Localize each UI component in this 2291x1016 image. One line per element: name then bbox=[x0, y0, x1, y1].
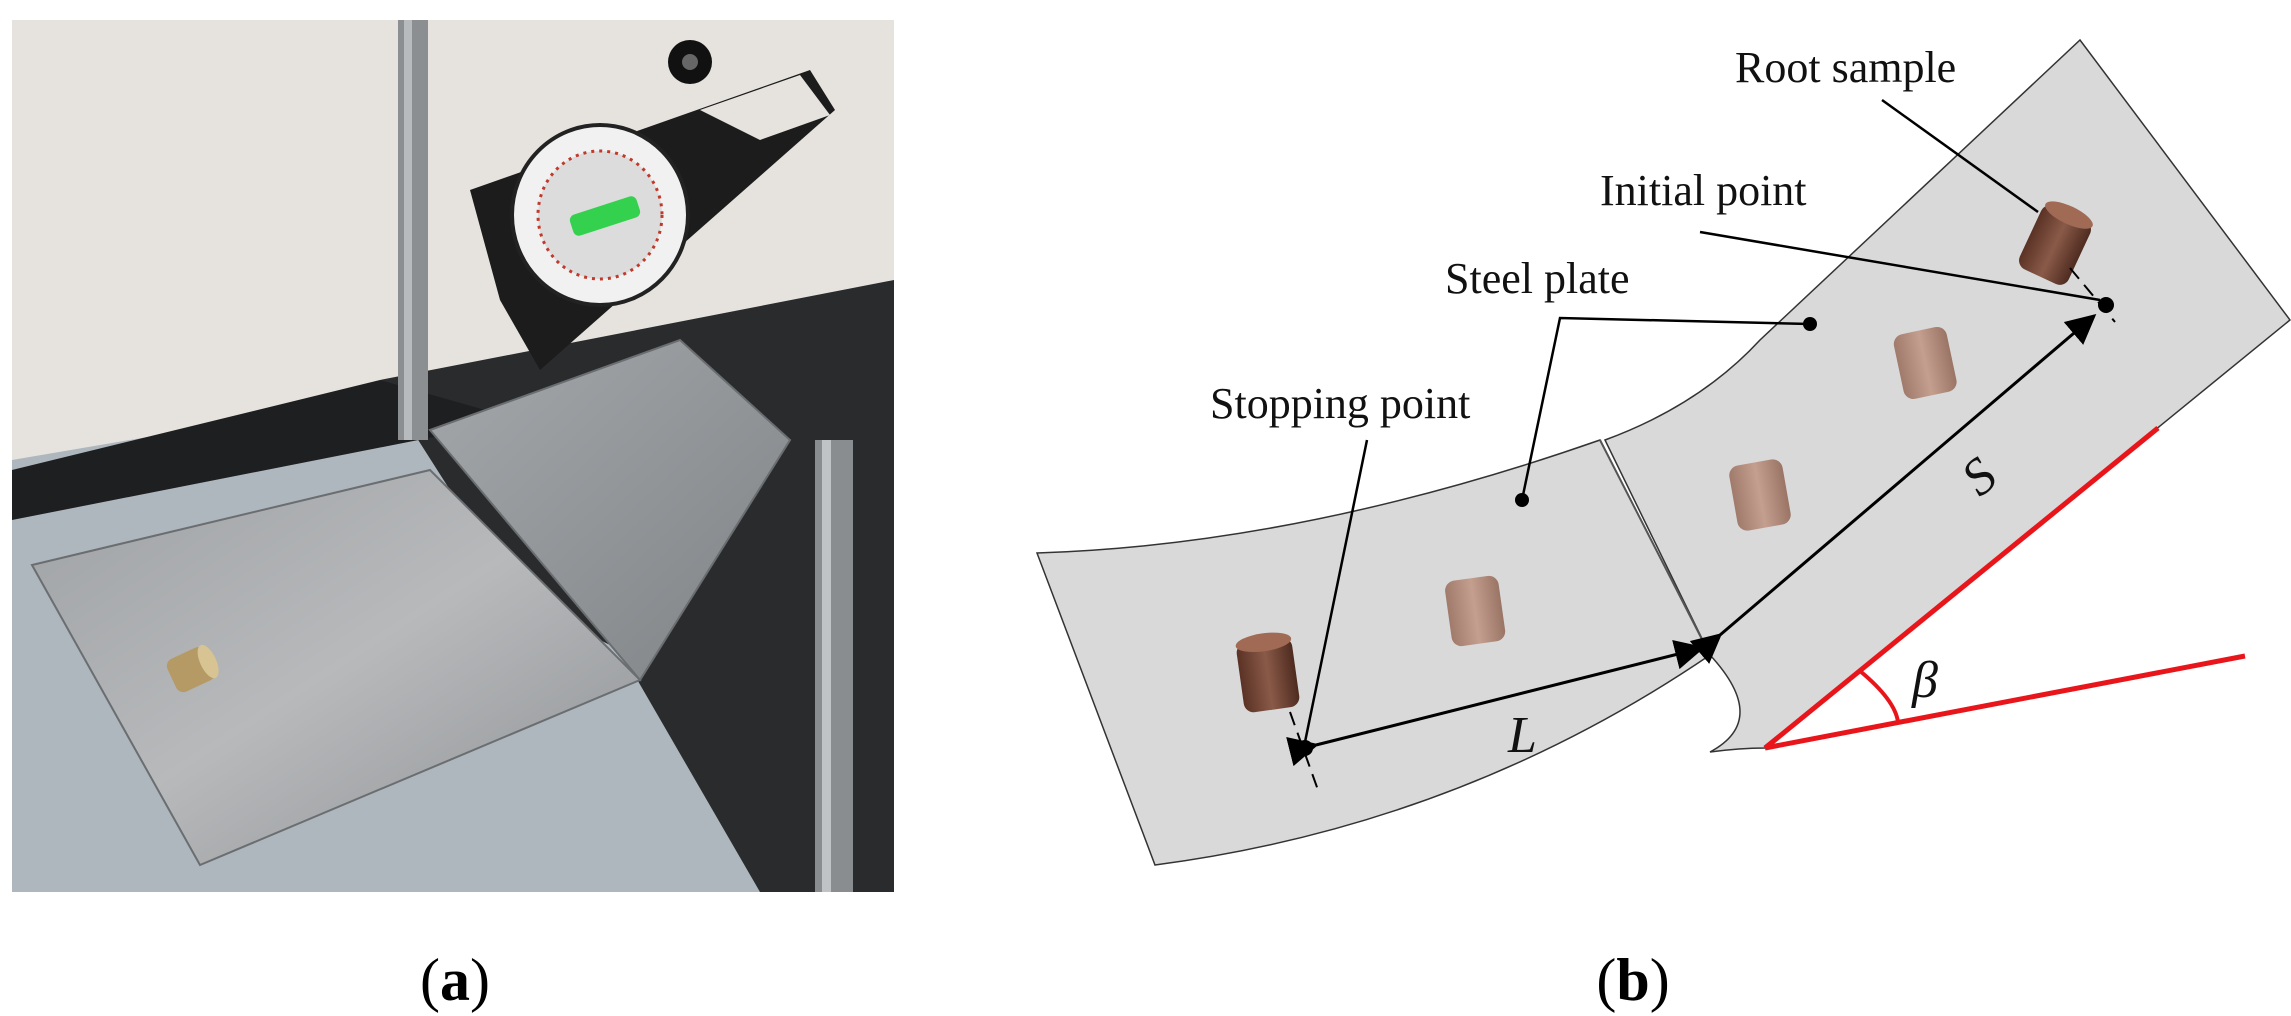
root-sample-start bbox=[2019, 201, 2093, 285]
photo-panel bbox=[12, 20, 894, 892]
root-sample-leader bbox=[1881, 98, 2039, 214]
stopping-point-label: Stopping point bbox=[1210, 379, 1470, 428]
angle-arc bbox=[1858, 669, 1900, 723]
pipe-left bbox=[398, 20, 428, 440]
horizontal-line bbox=[1764, 653, 2246, 751]
steel-plate-horizontal bbox=[1035, 439, 1711, 866]
initial-point-leader bbox=[1699, 230, 2101, 302]
photo-plate-upper bbox=[428, 338, 792, 682]
distance-S-arrow bbox=[1689, 314, 2097, 664]
root-sample-stop bbox=[1235, 632, 1300, 713]
schematic-panel: Root sample Initial point Steel plate St… bbox=[1035, 38, 2291, 866]
panel-b-label: (b) bbox=[1596, 947, 1669, 1013]
distance-L-label: L bbox=[1507, 707, 1537, 764]
incline-line bbox=[1763, 426, 2160, 750]
steel-plate-label: Steel plate bbox=[1445, 254, 1630, 303]
panel-a-label: (a) bbox=[420, 947, 490, 1013]
inclinometer bbox=[470, 40, 835, 370]
pipe-right bbox=[815, 440, 853, 892]
photo-root-sample bbox=[166, 644, 219, 693]
distance-L-arrow bbox=[1286, 640, 1705, 767]
initial-point-marker bbox=[2098, 297, 2114, 313]
stopping-point-marker bbox=[1297, 740, 1313, 756]
angle-beta-label: β bbox=[1911, 652, 1938, 709]
root-sample-label: Root sample bbox=[1735, 43, 1956, 92]
initial-point-label: Initial point bbox=[1600, 166, 1807, 215]
photo-plate-lower bbox=[30, 468, 642, 867]
